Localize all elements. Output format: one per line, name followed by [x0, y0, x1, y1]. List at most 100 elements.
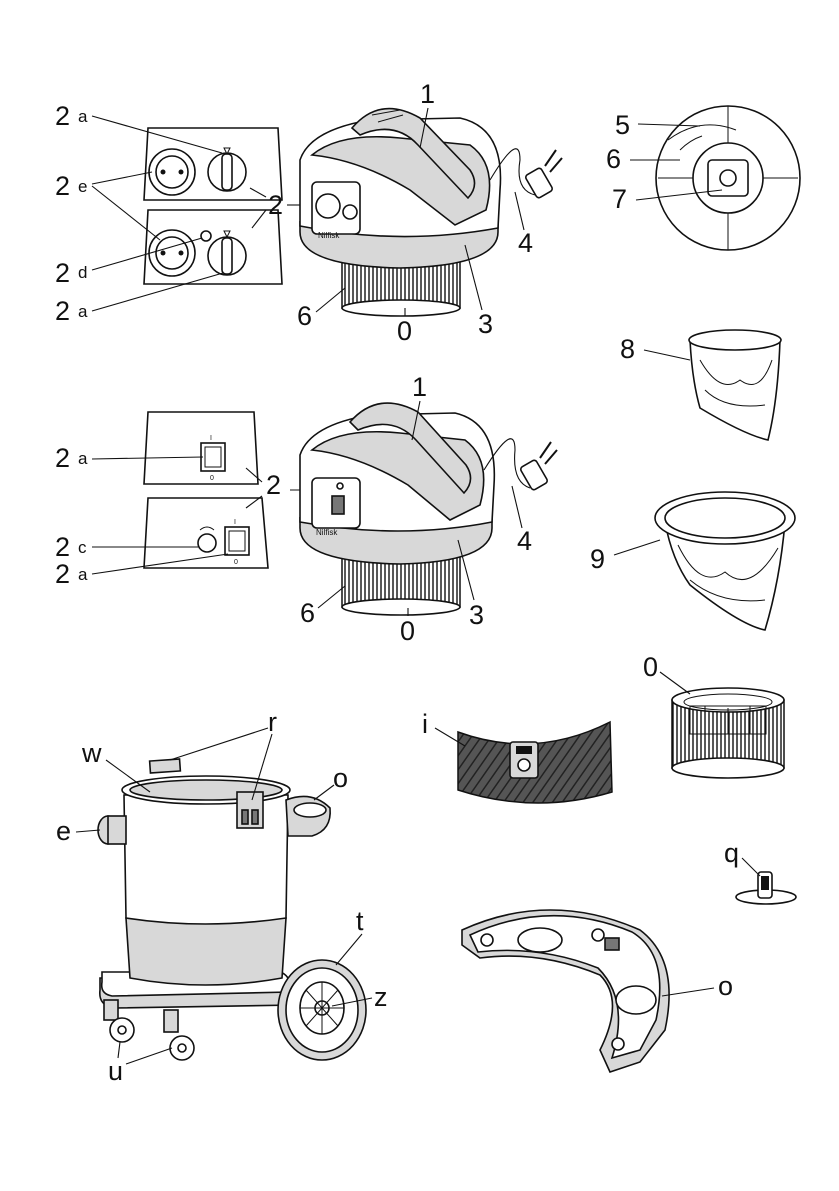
svg-text:2: 2 — [55, 101, 70, 131]
svg-text:7: 7 — [612, 184, 627, 214]
svg-text:w: w — [81, 738, 102, 768]
callout-2a-top: 2 a — [55, 101, 223, 154]
cartridge-filter — [671, 687, 785, 779]
svg-text:a: a — [78, 107, 88, 126]
svg-text:I: I — [234, 519, 236, 526]
svg-text:5: 5 — [615, 110, 630, 140]
switch-panel-bottom: I 0 — [143, 497, 269, 569]
svg-text:q: q — [724, 838, 739, 868]
callout-u: u — [108, 1041, 173, 1086]
callout-o-bottom: o — [661, 971, 733, 1001]
hose-holder-bracket — [461, 909, 670, 1073]
callout-8: 8 — [620, 334, 691, 364]
svg-text:t: t — [356, 906, 364, 936]
svg-text:2: 2 — [55, 532, 70, 562]
callout-9: 9 — [590, 539, 661, 574]
svg-text:i: i — [422, 709, 428, 739]
callout-6-top: 6 — [297, 287, 346, 331]
svg-text:e: e — [56, 816, 71, 846]
svg-text:o: o — [333, 763, 348, 793]
callout-1-top: 1 — [419, 79, 435, 149]
callout-7: 7 — [612, 184, 723, 214]
svg-text:a: a — [78, 565, 88, 584]
svg-text:1: 1 — [420, 79, 435, 109]
filter-bag-8 — [688, 329, 782, 441]
vacuum-head-switch-model: Nilfisk — [299, 402, 496, 616]
svg-text:3: 3 — [478, 309, 493, 339]
callout-2-mid: 2 — [245, 467, 320, 509]
foam-filter-sleeve — [457, 720, 613, 804]
callout-1-mid: 1 — [411, 372, 427, 441]
vacuum-head-socket-model: Nilfisk — [299, 107, 502, 317]
svg-text:2: 2 — [268, 190, 283, 220]
callout-6-disc: 6 — [606, 144, 680, 174]
svg-text:6: 6 — [300, 598, 315, 628]
svg-text:a: a — [78, 449, 88, 468]
callout-t: t — [335, 906, 364, 966]
callout-e: e — [56, 816, 101, 846]
callout-o-top: o — [313, 763, 348, 801]
callout-q: q — [724, 838, 761, 877]
svg-text:2: 2 — [55, 258, 70, 288]
callout-4-mid: 4 — [511, 485, 532, 556]
callout-2e: 2 e — [55, 171, 161, 241]
svg-text:e: e — [78, 177, 87, 196]
svg-text:0: 0 — [210, 475, 214, 482]
svg-text:I: I — [210, 435, 212, 442]
svg-text:8: 8 — [620, 334, 635, 364]
callout-0-mid: 0 — [400, 608, 415, 646]
svg-text:0: 0 — [643, 652, 658, 682]
svg-text:1: 1 — [412, 372, 427, 402]
svg-text:6: 6 — [606, 144, 621, 174]
socket-panel-bottom — [143, 209, 283, 285]
svg-text:6: 6 — [297, 301, 312, 331]
svg-text:c: c — [78, 538, 87, 557]
svg-text:0: 0 — [400, 616, 415, 646]
callout-0-filter: 0 — [643, 652, 691, 695]
callout-i: i — [422, 709, 466, 747]
svg-text:2: 2 — [55, 171, 70, 201]
socket-panel-top — [143, 127, 283, 201]
svg-text:Nilfisk: Nilfisk — [318, 231, 340, 240]
callout-2a-mid2: 2 a — [55, 553, 229, 589]
svg-text:r: r — [268, 707, 277, 737]
power-cord-plug-mid — [483, 438, 558, 491]
svg-text:0: 0 — [234, 559, 238, 566]
part-q — [735, 871, 797, 905]
svg-text:u: u — [108, 1056, 123, 1086]
callout-3-mid: 3 — [457, 539, 484, 630]
filter-bag-9 — [654, 491, 796, 631]
svg-text:4: 4 — [518, 228, 533, 258]
svg-text:z: z — [374, 982, 388, 1012]
svg-text:2: 2 — [55, 443, 70, 473]
svg-text:a: a — [78, 302, 88, 321]
callout-2c: 2 c — [55, 532, 198, 562]
svg-text:4: 4 — [517, 526, 532, 556]
callout-5: 5 — [615, 110, 701, 140]
switch-panel-top: I 0 — [143, 411, 259, 485]
svg-text:2: 2 — [55, 559, 70, 589]
svg-text:2: 2 — [266, 470, 281, 500]
svg-text:0: 0 — [397, 316, 412, 346]
callout-2a-bottom: 2 a — [55, 272, 224, 326]
callout-0-top: 0 — [397, 308, 412, 346]
callout-r: r — [169, 707, 277, 801]
callout-2-top: 2 — [249, 187, 300, 229]
power-cord-plug-top — [489, 148, 563, 199]
callout-z: z — [331, 982, 388, 1012]
svg-text:3: 3 — [469, 600, 484, 630]
svg-text:o: o — [718, 971, 733, 1001]
callout-4-top: 4 — [514, 191, 533, 258]
svg-text:Nilfisk: Nilfisk — [316, 528, 338, 537]
callout-2a-mid: 2 a — [55, 443, 204, 473]
container-trolley — [97, 758, 367, 1061]
filter-disc — [655, 105, 801, 251]
svg-text:9: 9 — [590, 544, 605, 574]
callout-2d: 2 d — [55, 237, 203, 288]
callout-w: w — [81, 738, 151, 793]
svg-text:2: 2 — [55, 296, 70, 326]
svg-text:d: d — [78, 263, 87, 282]
callout-6-mid: 6 — [300, 585, 346, 628]
callout-3-top: 3 — [464, 244, 493, 339]
